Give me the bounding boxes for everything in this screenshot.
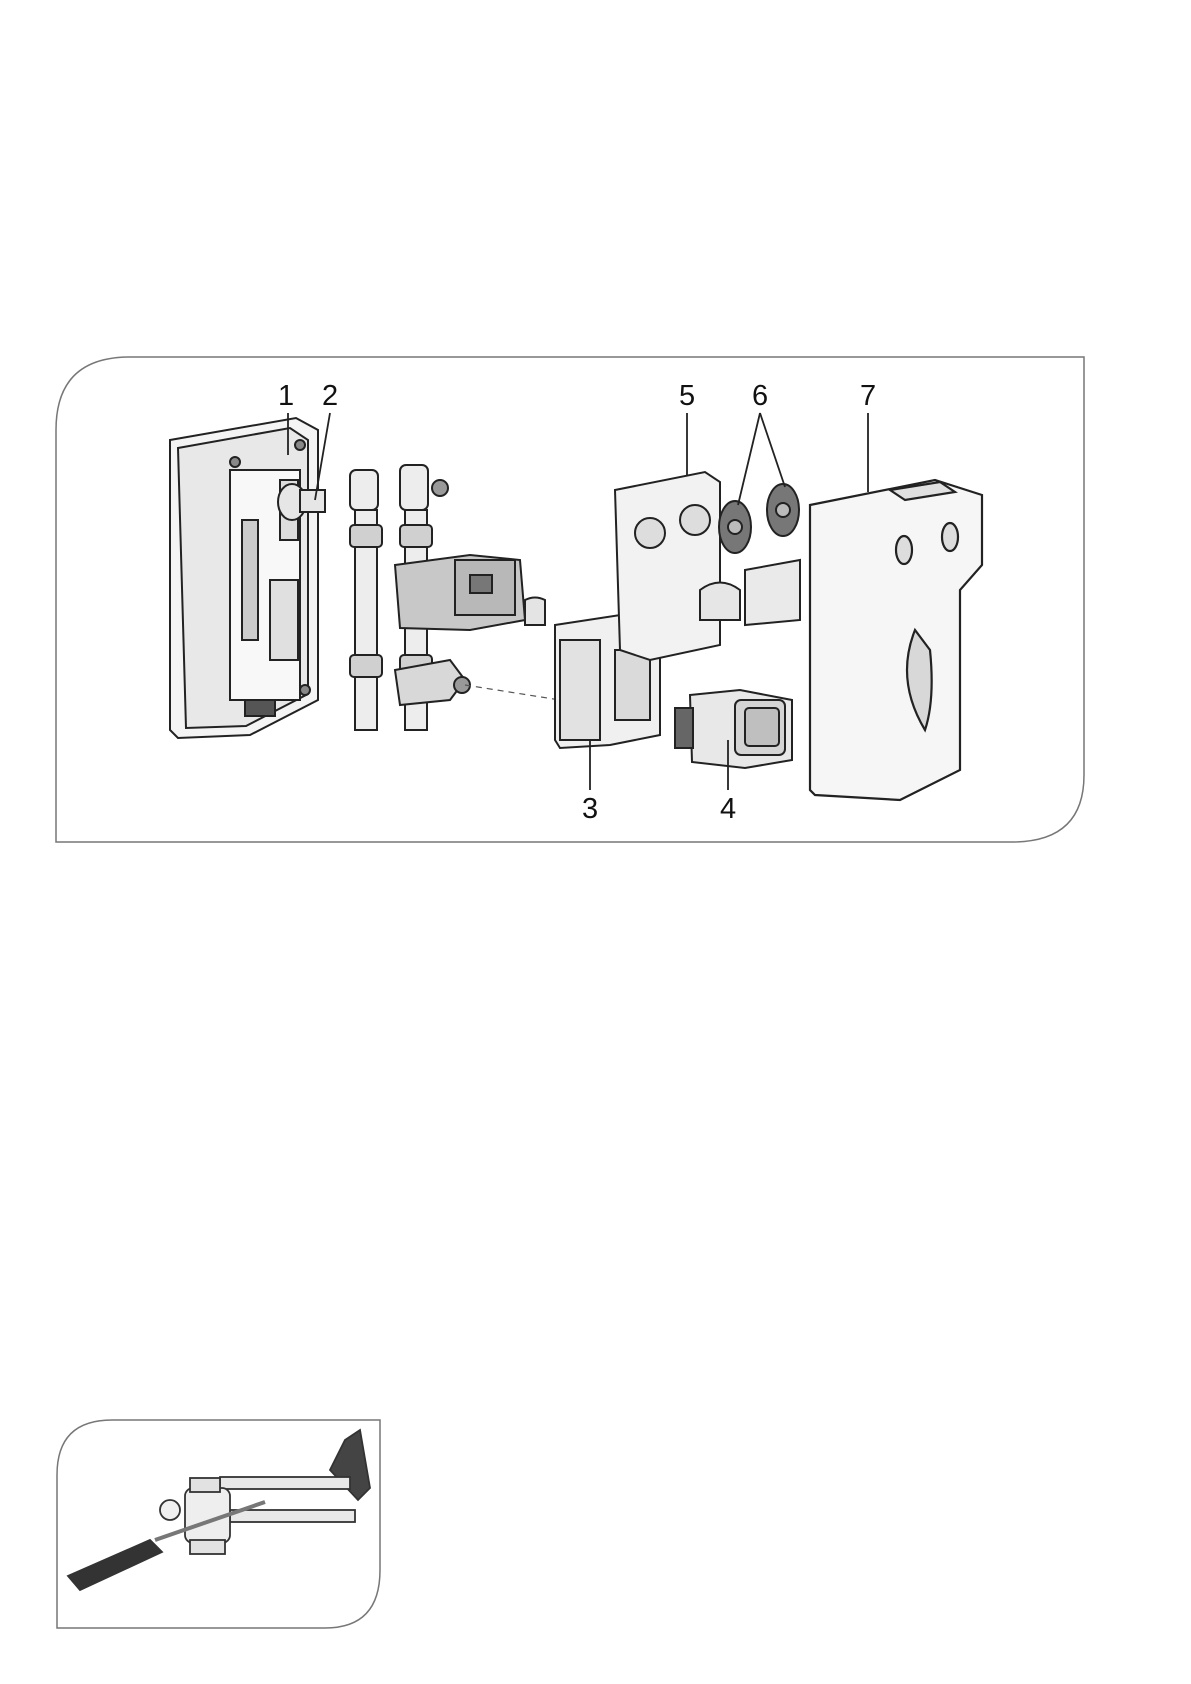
callout-2: 2 — [322, 382, 338, 411]
part-controller-4 — [675, 690, 792, 768]
guide-line — [465, 685, 560, 700]
callout-3: 3 — [582, 795, 598, 824]
callout-5: 5 — [679, 382, 695, 411]
callout-7: 7 — [860, 382, 876, 411]
callout-4: 4 — [720, 795, 736, 824]
part-back-shell-1 — [170, 418, 318, 738]
callout-1: 1 — [278, 382, 294, 411]
inset-valve — [68, 1430, 370, 1590]
part-cover-7 — [810, 480, 982, 800]
callout-6: 6 — [752, 382, 768, 411]
part-knobs-6 — [719, 484, 799, 553]
